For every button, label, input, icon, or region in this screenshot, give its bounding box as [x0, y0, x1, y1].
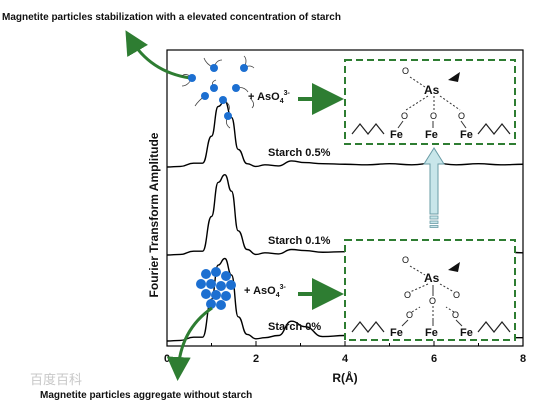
fe-atom: Fe — [460, 129, 473, 141]
series-label-starch-0.5: Starch 0.5% — [268, 147, 331, 159]
o-atom: O — [452, 310, 459, 320]
x-tick-label: 6 — [431, 353, 437, 365]
top-complex-structure: O As O O O Fe Fe Fe — [351, 66, 511, 141]
aggregation-arrow — [166, 306, 213, 381]
series-label-starch-0.1: Starch 0.1% — [268, 235, 331, 247]
y-axis-label: Fourier Transform Amplitude — [147, 132, 161, 297]
o-atom: O — [430, 111, 437, 121]
x-tick-label: 8 — [520, 353, 526, 365]
x-tick-label: 4 — [342, 353, 349, 365]
x-tick-label: 2 — [253, 353, 259, 365]
up-arrow-icon — [423, 147, 445, 228]
o-atom: O — [453, 290, 460, 300]
as-atom-bottom: As — [424, 271, 440, 285]
fe-atom: Fe — [425, 327, 438, 339]
plus-arsenate-bottom: + AsO43- — [244, 284, 287, 299]
o-atom: O — [402, 255, 409, 265]
bottom-caption: Magnetite particles aggregate without st… — [40, 390, 252, 401]
o-atom: O — [401, 111, 408, 121]
o-atom: O — [429, 296, 436, 306]
fe-atom: Fe — [425, 129, 438, 141]
fe-atom: Fe — [390, 327, 403, 339]
fe-atom: Fe — [460, 327, 473, 339]
series-label-starch-0: Starch 0% — [268, 321, 321, 333]
top-caption: Magnetite particles stabilization with a… — [2, 12, 341, 23]
x-tick-label: 0 — [164, 353, 170, 365]
plus-arsenate-top: + AsO43- — [248, 90, 291, 105]
o-atom: O — [402, 66, 409, 76]
o-atom: O — [406, 310, 413, 320]
x-axis-label: R(Å) — [332, 370, 357, 385]
bottom-complex-structure: O As O O O O O Fe Fe Fe — [351, 255, 511, 339]
watermark: 百度百科 — [30, 372, 82, 388]
fe-atom: Fe — [390, 129, 403, 141]
as-atom-top: As — [424, 83, 440, 97]
top-complex-box — [344, 59, 516, 145]
stabilized-particles-icon — [181, 55, 255, 129]
bottom-complex-box — [344, 239, 516, 341]
aggregated-particles-icon — [196, 267, 236, 310]
stabilization-arrow — [125, 30, 191, 80]
o-atom: O — [404, 290, 411, 300]
x-axis-ticks: 0 2 4 6 8 — [164, 341, 526, 365]
o-atom: O — [458, 111, 465, 121]
